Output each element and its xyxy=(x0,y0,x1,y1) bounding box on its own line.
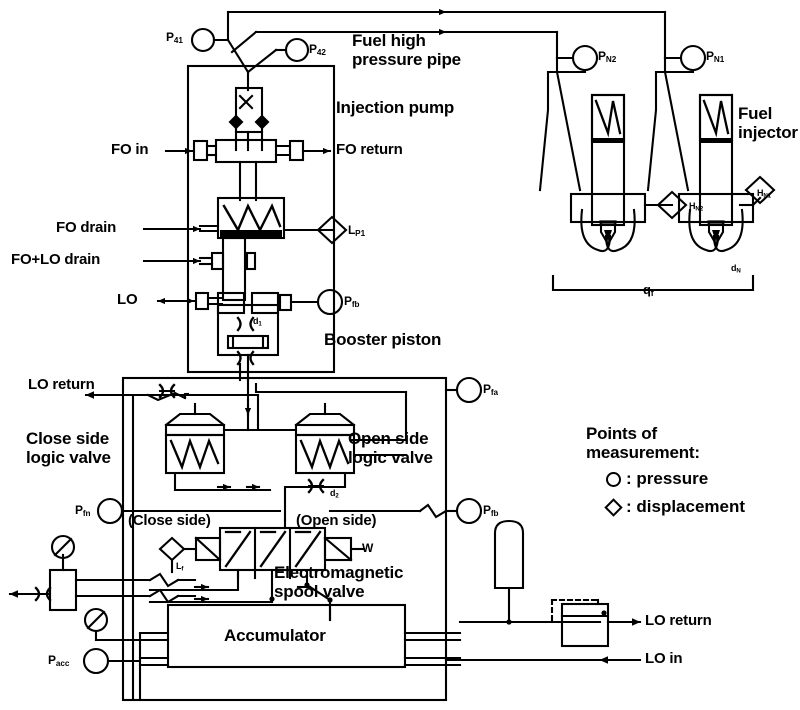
legend-entry-displacement: : displacement xyxy=(604,497,746,517)
sensor-label-lp1: LP1 xyxy=(348,223,366,238)
legend-label-displacement: : displacement xyxy=(626,497,746,516)
gauge-label-p41: P41 xyxy=(166,30,183,45)
annotation-orifice-d1: d1 xyxy=(253,316,262,328)
annotation-orifice-d2: d2 xyxy=(330,488,339,500)
gauge-label-pacc: Pacc xyxy=(48,653,70,668)
port-label-fo-in: FO in xyxy=(111,141,149,158)
close-side-port-label: (Close side) xyxy=(128,512,211,529)
close-side-logic-valve-label: Close side logic valve xyxy=(26,429,111,468)
circle-icon xyxy=(606,471,621,487)
legend-entry-pressure: : pressure xyxy=(606,469,708,489)
port-label-fo-return: FO return xyxy=(336,141,403,158)
electromagnetic-spool-valve-label: Electromagnetic spool valve xyxy=(274,563,404,602)
annotation-qf: qf xyxy=(643,282,654,298)
sensor-label-hn2: HN2 xyxy=(689,201,704,213)
open-side-port-label: (Open side) xyxy=(296,512,377,529)
gauge-label-pfb-pump: Pfb xyxy=(344,294,360,309)
port-label-fo-lo-drain: FO+LO drain xyxy=(11,251,101,268)
port-label-lo-return-left: LO return xyxy=(28,376,95,393)
injection-pump-label: Injection pump xyxy=(336,98,455,117)
port-label-lo-in: LO in xyxy=(645,650,683,667)
gauge-label-pfb: Pfb xyxy=(483,503,499,518)
port-label-fo-drain: FO drain xyxy=(56,219,117,236)
diamond-icon xyxy=(604,497,623,517)
fuel-injector-label: Fuel injector xyxy=(738,104,798,143)
booster-piston-label: Booster piston xyxy=(324,330,442,349)
gauge-label-pn1: PN1 xyxy=(706,49,725,64)
legend-title: Points of measurement: xyxy=(586,424,700,463)
port-label-lo: LO xyxy=(117,291,138,308)
open-side-logic-valve-label: Open side logic valve xyxy=(348,429,433,468)
gauge-label-p42: P42 xyxy=(309,42,326,57)
gauge-label-pn2: PN2 xyxy=(598,49,617,64)
accumulator-label: Accumulator xyxy=(224,626,326,645)
fuel-high-pressure-pipe-label: Fuel high pressure pipe xyxy=(352,31,461,70)
annotation-dn: dN xyxy=(731,263,741,275)
sensor-label-lf: Lf xyxy=(176,561,184,573)
spool-valve-w-label: W xyxy=(362,541,374,555)
gauge-label-pfa: Pfa xyxy=(483,382,499,397)
gauge-label-pfn: Pfn xyxy=(75,503,91,518)
legend-label-pressure: : pressure xyxy=(626,469,709,488)
port-label-lo-return-right: LO return xyxy=(645,612,712,629)
sensor-label-hn1: HN1 xyxy=(757,188,772,200)
